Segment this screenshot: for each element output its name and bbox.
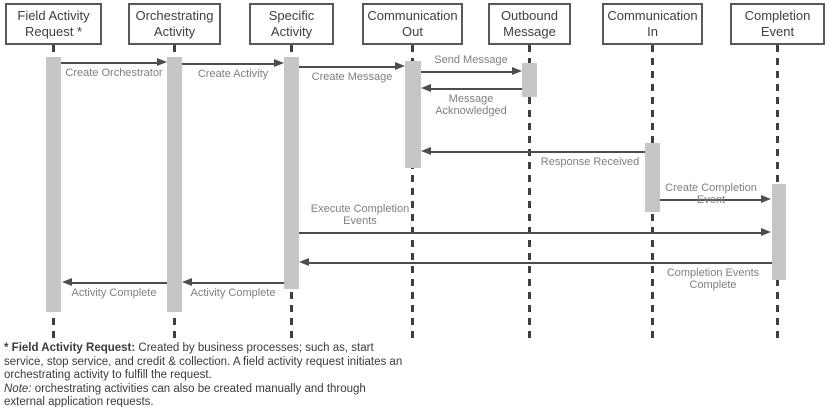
- activation-bar-specific-activity: [284, 57, 299, 289]
- lifeline-label-line: Specific: [268, 8, 315, 23]
- footnote-definition: * Field Activity Request: Created by bus…: [4, 342, 408, 383]
- message-line-activity-complete-specific: [190, 282, 284, 284]
- lifeline-label-line: Field Activity: [17, 8, 90, 23]
- lifeline-label-line: Communication: [367, 8, 458, 23]
- message-line-response-received: [429, 151, 645, 153]
- footnote-term: * Field Activity Request:: [4, 342, 136, 354]
- message-label-create-message: Create Message: [311, 71, 393, 83]
- footnote-note: Note: orchestrating activities can also …: [4, 383, 408, 407]
- lifeline-label-line: Request *: [24, 24, 83, 39]
- message-line-message-acknowledged: [429, 88, 522, 90]
- message-line-send-message: [421, 71, 514, 73]
- message-arrowhead-icon-completion-events-complete: [299, 258, 309, 267]
- activation-bar-outbound-message: [522, 63, 537, 97]
- message-line-create-activity: [182, 63, 276, 65]
- message-arrowhead-icon-message-acknowledged: [421, 84, 431, 93]
- message-label-execute-completion-events: Execute Completion Events: [310, 203, 410, 227]
- message-arrowhead-icon-execute-completion-events: [761, 228, 771, 237]
- footnote: * Field Activity Request: Created by bus…: [4, 342, 408, 407]
- lifeline-label-line: Message: [503, 24, 556, 39]
- message-label-message-acknowledged: Message Acknowledged: [435, 93, 507, 117]
- message-line-execute-completion-events: [299, 232, 763, 234]
- message-arrowhead-icon-create-activity: [274, 59, 284, 68]
- lifeline-label-line: Outbound: [500, 8, 559, 23]
- message-label-response-received: Response Received: [540, 156, 640, 168]
- lifeline-label-line: Orchestrating: [135, 8, 214, 23]
- message-label-create-activity: Create Activity: [197, 68, 269, 80]
- message-line-create-completion-event: [660, 199, 763, 201]
- lifeline-line-communication-out: [411, 45, 414, 338]
- activation-bar-field-activity-request: [46, 57, 61, 312]
- message-arrowhead-icon-create-orchestrator: [157, 58, 167, 67]
- message-line-create-message: [299, 66, 397, 68]
- message-label-activity-complete-specific: Activity Complete: [190, 287, 276, 299]
- message-label-activity-complete-orchestrating: Activity Complete: [71, 287, 157, 299]
- lifeline-label-line: In: [647, 24, 658, 39]
- lifeline-label-line: Completion: [744, 8, 811, 23]
- message-line-create-orchestrator: [61, 62, 159, 64]
- activation-bar-completion-event: [772, 184, 786, 280]
- activation-bar-communication-in: [645, 143, 660, 212]
- lifeline-label-line: Communication: [607, 8, 698, 23]
- lifeline-label-line: Activity: [153, 24, 196, 39]
- message-label-send-message: Send Message: [434, 54, 508, 66]
- footnote-term-text: Created by business processes; such as, …: [4, 342, 403, 381]
- message-arrowhead-icon-activity-complete-specific: [182, 278, 192, 287]
- lifeline-label-line: Activity: [270, 24, 313, 39]
- message-label-completion-events-complete: Completion Events Complete: [666, 267, 760, 291]
- lifeline-label-line: Out: [402, 24, 423, 39]
- lifeline-label-line: Event: [760, 24, 795, 39]
- message-arrowhead-icon-activity-complete-orchestrating: [62, 278, 72, 287]
- activation-bar-communication-out: [405, 61, 421, 168]
- message-label-create-orchestrator: Create Orchestrator: [65, 67, 163, 79]
- message-arrowhead-icon-create-message: [395, 62, 405, 71]
- message-line-activity-complete-orchestrating: [70, 282, 167, 284]
- lifeline-line-outbound-message: [528, 45, 531, 338]
- activation-bar-orchestrating-activity: [167, 57, 182, 312]
- message-line-completion-events-complete: [307, 262, 772, 264]
- footnote-note-text: orchestrating activities can also be cre…: [4, 382, 366, 407]
- message-label-create-completion-event: Create Completion Event: [665, 182, 757, 206]
- footnote-note-label: Note:: [4, 382, 32, 395]
- message-arrowhead-icon-response-received: [421, 147, 431, 156]
- message-arrowhead-icon-send-message: [512, 67, 522, 76]
- message-arrowhead-icon-create-completion-event: [761, 195, 771, 204]
